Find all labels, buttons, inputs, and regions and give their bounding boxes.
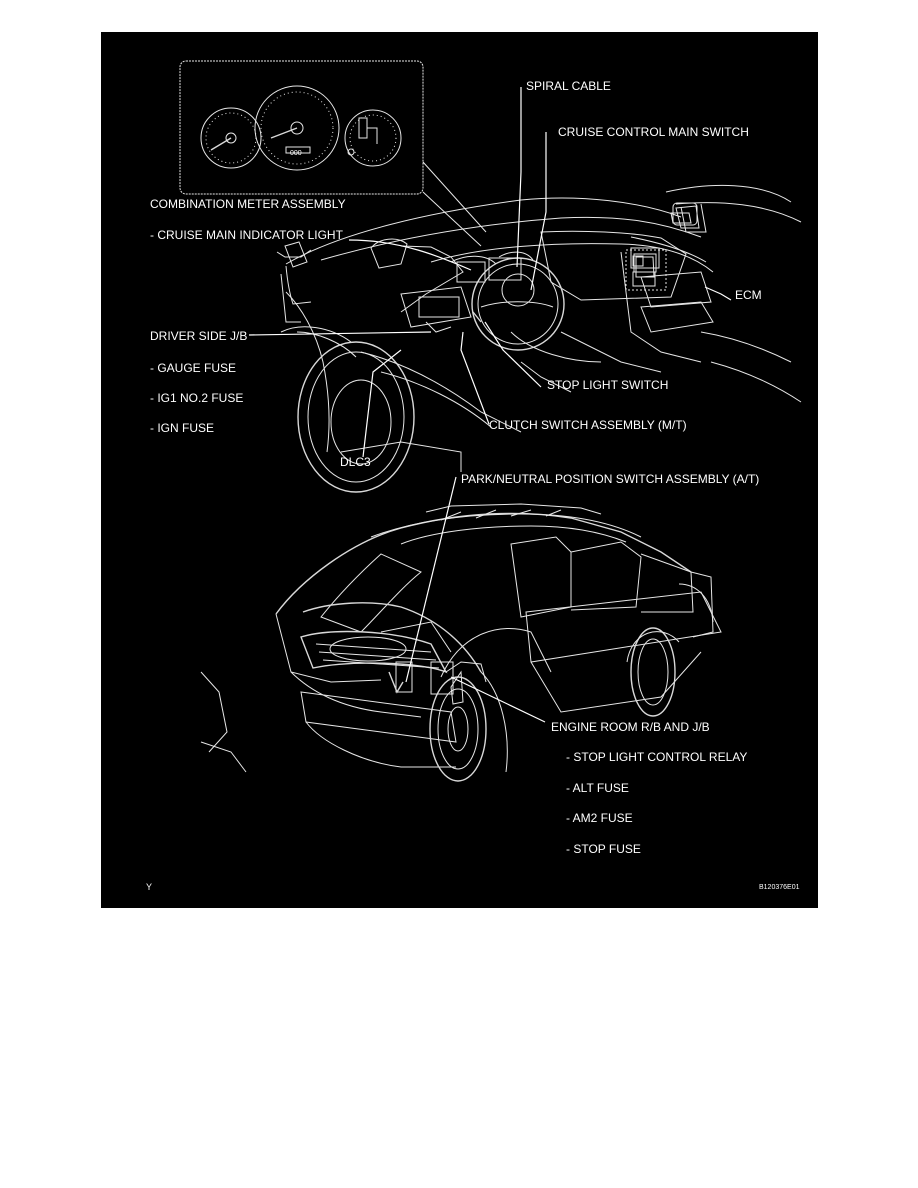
component-location-diagram: 000 bbox=[101, 32, 818, 908]
leader-lines bbox=[248, 87, 732, 723]
interior-dashboard-drawing bbox=[276, 184, 802, 493]
label-ign-fuse: - IGN FUSE bbox=[150, 421, 214, 435]
label-stop-light-control-relay: - STOP LIGHT CONTROL RELAY bbox=[566, 750, 747, 764]
label-gauge-fuse: - GAUGE FUSE bbox=[150, 361, 236, 375]
label-ig1-no2-fuse: - IG1 NO.2 FUSE bbox=[150, 391, 243, 405]
combination-meter-inset: 000 bbox=[179, 60, 487, 247]
label-cruise-main-indicator-light: - CRUISE MAIN INDICATOR LIGHT bbox=[150, 228, 344, 242]
corner-code-left: Y bbox=[146, 882, 152, 892]
label-dlc3: DLC3 bbox=[340, 455, 371, 469]
labels: SPIRAL CABLE CRUISE CONTROL MAIN SWITCH … bbox=[146, 79, 800, 892]
svg-text:000: 000 bbox=[290, 150, 302, 157]
label-stop-fuse: - STOP FUSE bbox=[566, 842, 641, 856]
label-engine-room-rb-jb: ENGINE ROOM R/B AND J/B bbox=[551, 720, 710, 734]
label-combination-meter-assembly: COMBINATION METER ASSEMBLY bbox=[150, 197, 346, 211]
diagram-drawing: 000 bbox=[146, 60, 802, 892]
label-park-neutral-switch: PARK/NEUTRAL POSITION SWITCH ASSEMBLY (A… bbox=[461, 472, 759, 486]
truck-exterior-drawing bbox=[200, 503, 722, 782]
label-driver-side-jb: DRIVER SIDE J/B bbox=[150, 329, 247, 343]
label-spiral-cable: SPIRAL CABLE bbox=[526, 79, 611, 93]
label-ecm: ECM bbox=[735, 288, 762, 302]
label-alt-fuse: - ALT FUSE bbox=[566, 781, 629, 795]
label-cruise-control-main-switch: CRUISE CONTROL MAIN SWITCH bbox=[558, 125, 749, 139]
figure-code: B120376E01 bbox=[759, 884, 800, 891]
label-am2-fuse: - AM2 FUSE bbox=[566, 811, 633, 825]
label-clutch-switch-assembly: CLUTCH SWITCH ASSEMBLY (M/T) bbox=[489, 418, 687, 432]
label-stop-light-switch: STOP LIGHT SWITCH bbox=[547, 378, 668, 392]
